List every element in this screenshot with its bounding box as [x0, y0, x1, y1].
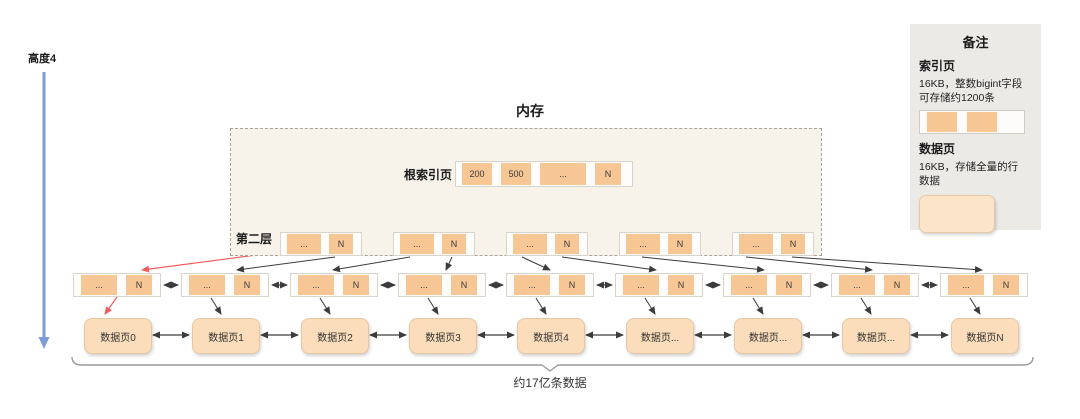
index-key-cell: N — [668, 234, 692, 254]
index-key-cell: N — [993, 275, 1019, 295]
index-key-cell: ... — [513, 234, 547, 254]
legend-data-page-sample — [919, 194, 995, 233]
level3-node: ... N — [831, 273, 919, 297]
level2-to-level3-arrows — [236, 256, 983, 274]
index-key-cell: N — [668, 275, 694, 295]
legend-index-page-desc: 16KB，整数bigint字段 可存储约1200条 — [919, 78, 1023, 104]
level2-node: ... N — [506, 232, 588, 256]
index-key-cell: ... — [839, 275, 875, 295]
index-key-cell: N — [781, 234, 805, 254]
index-key-cell: N — [451, 275, 477, 295]
level3-to-page-arrows — [210, 297, 981, 315]
level2-node: ... N — [732, 232, 814, 256]
legend-data-page-desc: 16KB，存储全量的行 数据 — [919, 161, 1019, 187]
data-page: 数据页2 — [301, 318, 369, 354]
index-key-cell: ... — [81, 275, 117, 295]
level2-node: ... N — [393, 232, 475, 256]
index-key-cell: N — [234, 275, 260, 295]
data-page: 数据页0 — [84, 318, 152, 354]
total-brace — [71, 356, 1034, 372]
memory-title: 内存 — [516, 103, 544, 119]
data-page: 数据页... — [734, 318, 802, 354]
tree-height-label: 高度4 — [28, 53, 57, 65]
index-key-cell: ... — [406, 275, 442, 295]
index-key-cell: N — [343, 275, 369, 295]
index-key-cell: ... — [626, 234, 660, 254]
second-layer-label: 第二层 — [236, 232, 273, 246]
level3-node: ... N — [940, 273, 1028, 297]
data-page: 数据页... — [842, 318, 910, 354]
root-index-page-label: 根索引页 — [403, 168, 452, 182]
legend-index-page-sample — [919, 110, 1025, 135]
index-key-cell: ... — [739, 234, 773, 254]
index-key-cell: N — [776, 275, 802, 295]
index-key-cell: N — [559, 275, 585, 295]
index-key-cell: N — [595, 163, 621, 185]
index-key-cell: ... — [400, 234, 434, 254]
data-page: 数据页3 — [409, 318, 477, 354]
data-page: 数据页... — [626, 318, 694, 354]
index-key-cell: N — [329, 234, 353, 254]
level2-node: ... N — [619, 232, 701, 256]
index-key-cell: 500 — [501, 163, 531, 185]
index-key-cell — [927, 112, 957, 133]
index-key-cell: N — [442, 234, 466, 254]
index-key-cell: ... — [287, 234, 321, 254]
index-key-cell: N — [126, 275, 152, 295]
index-key-cell: ... — [540, 163, 586, 185]
level2-node: ... N — [280, 232, 362, 256]
index-key-cell: ... — [298, 275, 334, 295]
root-index-node: 200 500 ... N — [455, 161, 633, 187]
legend-title: 备注 — [962, 35, 989, 50]
level3-node: ... N — [398, 273, 486, 297]
data-page: 数据页1 — [192, 318, 260, 354]
index-key-cell: ... — [948, 275, 984, 295]
index-key-cell: ... — [514, 275, 550, 295]
index-key-cell: N — [555, 234, 579, 254]
index-key-cell: ... — [731, 275, 767, 295]
index-key-cell: 200 — [462, 163, 492, 185]
legend-index-page-title: 索引页 — [919, 59, 956, 73]
level3-node: ... N — [723, 273, 811, 297]
level3-node: ... N — [506, 273, 594, 297]
level3-node: ... N — [615, 273, 703, 297]
level3-node: ... N — [73, 273, 161, 297]
level3-node: ... N — [181, 273, 269, 297]
index-key-cell: ... — [189, 275, 225, 295]
index-key-cell: N — [884, 275, 910, 295]
index-key-cell: ... — [623, 275, 659, 295]
legend-data-page-title: 数据页 — [919, 142, 956, 157]
index-key-cell — [967, 112, 997, 133]
level3-node: ... N — [290, 273, 378, 297]
legend-panel: 备注 索引页 16KB，整数bigint字段 可存储约1200条 数据页 16K… — [910, 24, 1041, 233]
total-rows-label: 约17亿条数据 — [513, 376, 587, 390]
data-page: 数据页4 — [517, 318, 585, 354]
data-page: 数据页N — [951, 318, 1019, 354]
